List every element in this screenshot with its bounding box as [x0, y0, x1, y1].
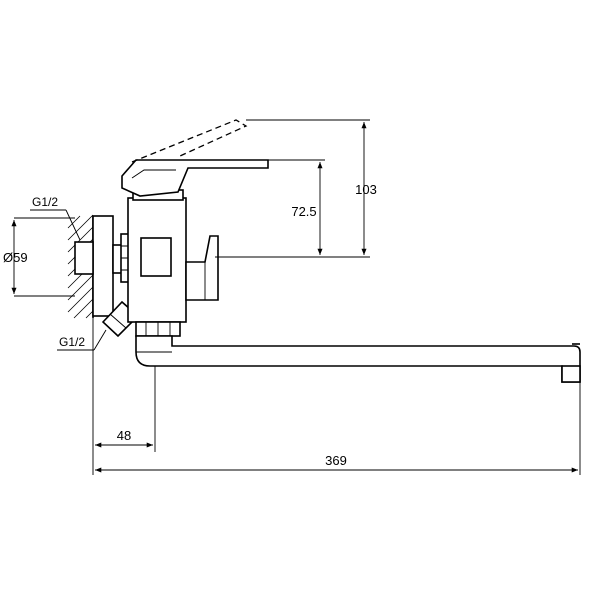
diverter-knob — [185, 235, 219, 301]
dim-48-label: 48 — [117, 428, 131, 443]
spout-nut — [135, 321, 181, 337]
height-extension-lines — [215, 119, 370, 258]
dim-103-label: 103 — [355, 182, 377, 197]
thread-bottom-label: G1/2 — [59, 335, 85, 349]
mixer-body — [127, 189, 187, 323]
dimension-72-5: 72.5 — [291, 162, 323, 255]
dim-72-5-label: 72.5 — [291, 204, 316, 219]
escutcheon — [74, 215, 114, 317]
dimension-369: 369 — [95, 453, 578, 473]
center-lines — [92, 318, 581, 475]
thread-label-bottom: G1/2 — [57, 329, 107, 351]
dim-369-label: 369 — [325, 453, 347, 468]
dimension-diameter: Ø59 — [3, 217, 75, 297]
dimension-48: 48 — [95, 428, 153, 448]
handle-raised-outline — [131, 119, 248, 163]
handle-lever — [121, 159, 269, 197]
dimension-103: 103 — [355, 122, 377, 255]
thread-top-label: G1/2 — [32, 195, 58, 209]
spout — [135, 335, 581, 383]
dim-diameter-label: Ø59 — [3, 250, 28, 265]
thread-label-top: G1/2 — [30, 195, 81, 241]
